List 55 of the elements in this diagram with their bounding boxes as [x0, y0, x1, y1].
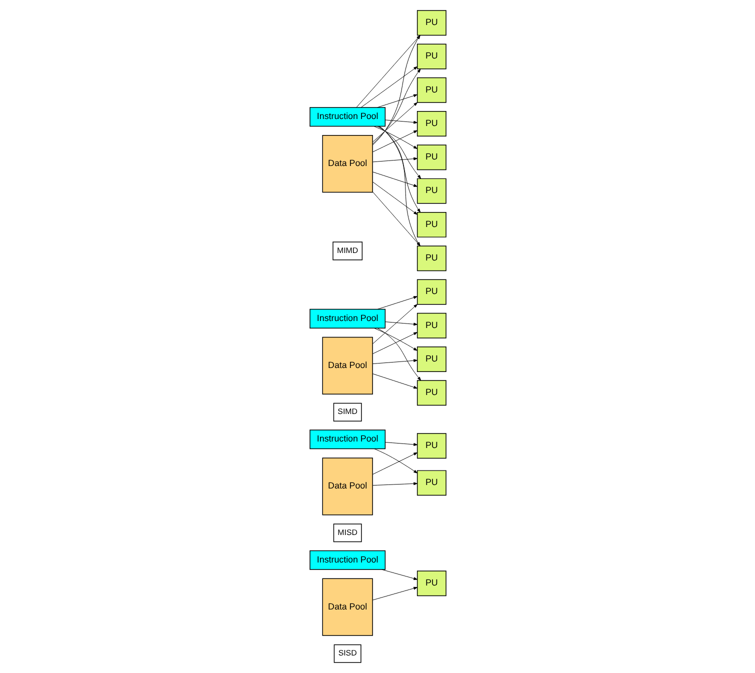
arrow	[360, 66, 418, 108]
node-box: Instruction Pool	[309, 550, 386, 570]
arrow	[356, 35, 420, 108]
arrow	[376, 94, 417, 108]
arrow	[384, 442, 418, 446]
node-box: PU	[416, 144, 446, 170]
node-box: Instruction Pool	[309, 308, 386, 328]
arrow	[378, 126, 420, 246]
node-box: PU	[416, 178, 446, 204]
arrow	[372, 35, 420, 146]
arrow	[384, 120, 418, 124]
arrow	[376, 126, 421, 179]
node-box: PU	[416, 246, 446, 272]
node-box: PU	[416, 44, 446, 70]
arrow	[372, 182, 418, 215]
node-box: Instruction Pool	[309, 430, 386, 450]
node-box: PU	[416, 111, 446, 137]
node-box: PU	[416, 312, 446, 338]
node-box: PU	[416, 346, 446, 372]
arrow	[372, 482, 418, 486]
arrow	[381, 569, 418, 580]
arrow	[373, 126, 417, 149]
node-box: Data Pool	[322, 578, 372, 636]
node-box: SIMD	[332, 402, 362, 422]
node-box: MIMD	[332, 242, 362, 260]
arrow	[372, 359, 418, 364]
arrow	[378, 126, 420, 213]
arrow	[384, 322, 418, 326]
node-box: PU	[416, 380, 446, 406]
node-box: PU	[416, 570, 446, 596]
arrow	[372, 586, 418, 600]
arrow	[372, 172, 418, 187]
node-box: PU	[416, 433, 446, 459]
arrow	[372, 102, 418, 142]
node-box: Data Pool	[322, 336, 372, 394]
arrow	[376, 296, 417, 310]
arrow	[372, 304, 418, 344]
node-box: PU	[416, 77, 446, 103]
arrow	[372, 68, 420, 144]
node-box: PU	[416, 212, 446, 238]
node-box: SISD	[333, 644, 361, 663]
arrow	[372, 130, 418, 152]
arrow	[376, 328, 421, 381]
arrow	[372, 192, 420, 246]
arrow	[373, 328, 417, 351]
arrow	[372, 157, 418, 162]
node-box: PU	[416, 470, 446, 496]
node-box: Instruction Pool	[309, 107, 386, 127]
node-box: Data Pool	[322, 458, 372, 516]
arrow	[372, 374, 418, 389]
node-box: PU	[416, 279, 446, 305]
node-box: MISD	[332, 524, 362, 542]
node-box: PU	[416, 10, 446, 36]
arrow	[372, 332, 418, 354]
node-box: Data Pool	[322, 135, 372, 193]
